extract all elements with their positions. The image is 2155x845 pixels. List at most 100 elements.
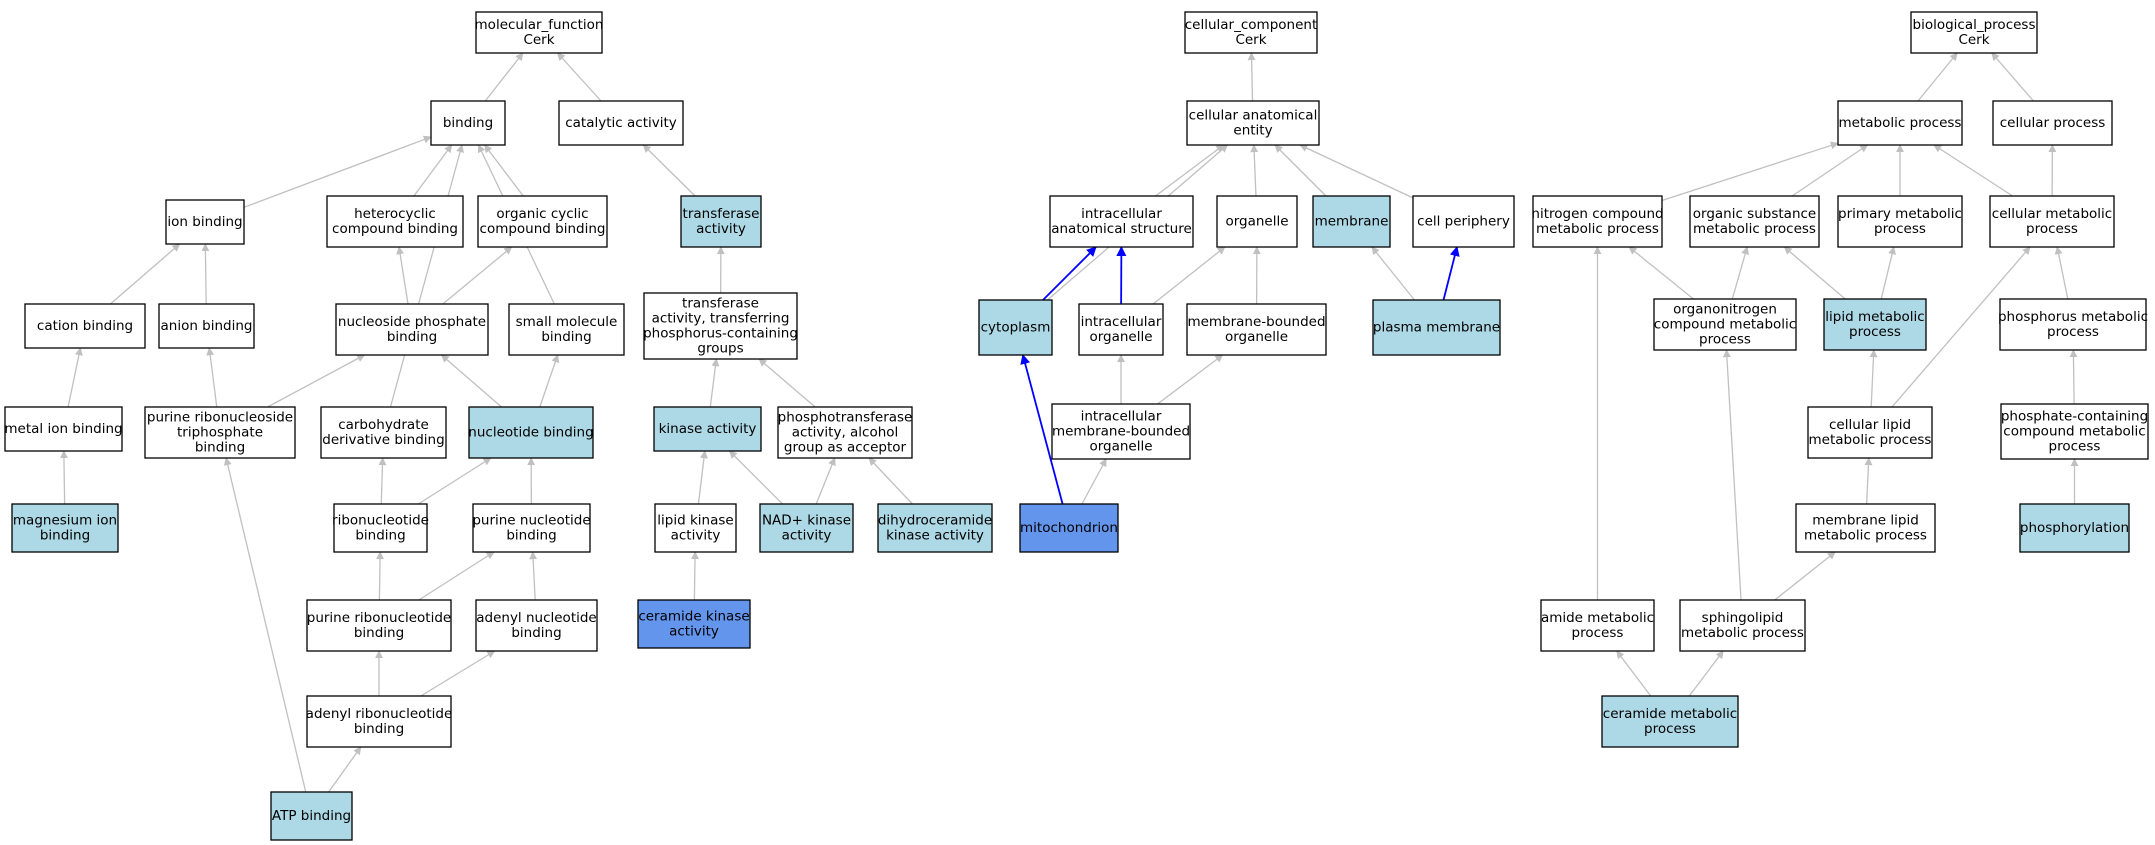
go-term-node-metab[interactable]: metabolic process [1837, 100, 1963, 146]
go-term-node-kinase[interactable]: kinase activity [653, 406, 762, 452]
go-term-node-catalytic[interactable]: catalytic activity [558, 100, 684, 146]
go-term-node-anionb[interactable]: anion binding [158, 303, 255, 349]
go-term-label: cell periphery [1417, 214, 1510, 230]
edge-prnstp-to-anionb [206, 347, 218, 408]
go-term-node-phosphorylation[interactable]: phosphorylation [2019, 503, 2130, 553]
edge-metab-to-bp [1917, 52, 1958, 102]
go-term-label: binding [541, 329, 591, 345]
go-term-box [978, 299, 1053, 356]
go-term-label: binding [195, 440, 245, 456]
go-term-node-mito[interactable]: mitochondrion [1019, 503, 1119, 553]
go-term-box [1837, 195, 1963, 248]
go-term-box [680, 195, 762, 248]
go-term-label: metabolic process [1809, 432, 1932, 448]
go-term-node-binding[interactable]: binding [430, 100, 506, 146]
go-term-box [1807, 406, 1933, 459]
go-term-node-organelle[interactable]: organelle [1216, 195, 1298, 248]
go-term-box [654, 503, 737, 553]
go-term-label: organic cyclic [496, 206, 588, 222]
go-term-node-cellper[interactable]: cell periphery [1412, 195, 1515, 248]
go-term-node-cellproc[interactable]: cellular process [1992, 100, 2113, 146]
edge-kinase-to-transP [709, 358, 720, 408]
edge-ias-to-cae [1155, 144, 1225, 197]
edge-nadk-to-phosphotr [815, 457, 836, 505]
go-term-label: triphosphate [177, 425, 263, 441]
go-term-label: phosphorus metabolic [1998, 309, 2148, 325]
go-term-label: activity [671, 528, 721, 544]
edge-binding-to-mf [484, 52, 524, 102]
go-term-node-ionb[interactable]: ion binding [165, 199, 245, 245]
go-term-label: adenyl nucleotide [476, 610, 597, 626]
go-term-box [468, 406, 594, 459]
go-term-label: carbohydrate [338, 417, 429, 433]
go-term-label: nucleoside phosphate [338, 314, 486, 330]
go-term-label: metabolic process [1839, 115, 1962, 131]
edge-dhcer-to-phosphotr [868, 457, 913, 505]
go-term-label: molecular_function [475, 17, 604, 33]
go-term-label: kinase activity [886, 528, 984, 544]
go-term-node-nucb[interactable]: nucleotide binding [468, 406, 594, 459]
go-term-box [1601, 695, 1739, 748]
go-term-label: metabolic process [1804, 528, 1927, 544]
go-term-label: metabolic process [1536, 221, 1659, 237]
go-term-box [306, 695, 452, 748]
go-term-label: organelle [1089, 439, 1152, 455]
go-term-box [11, 503, 119, 553]
go-term-node-cytoplasm[interactable]: cytoplasm [978, 299, 1053, 356]
go-term-node-metalion[interactable]: metal ion binding [4, 406, 123, 452]
go-term-label: derivative binding [322, 432, 444, 448]
edge-adenylnuc-to-purnuc [529, 551, 538, 601]
go-term-node-cationb[interactable]: cation binding [24, 303, 146, 349]
go-term-label: lipid metabolic [1825, 309, 1924, 325]
go-term-label: compound binding [332, 221, 458, 237]
go-term-node-membrane[interactable]: membrane [1312, 195, 1391, 248]
go-term-box [1679, 599, 1806, 652]
go-term-label: binding [355, 528, 405, 544]
go-term-node-atp[interactable]: ATP binding [270, 791, 353, 841]
go-term-label: purine nucleotide [472, 513, 590, 529]
go-term-label: binding [354, 721, 404, 737]
go-term-node-plasmamem[interactable]: plasma membrane [1372, 299, 1501, 356]
